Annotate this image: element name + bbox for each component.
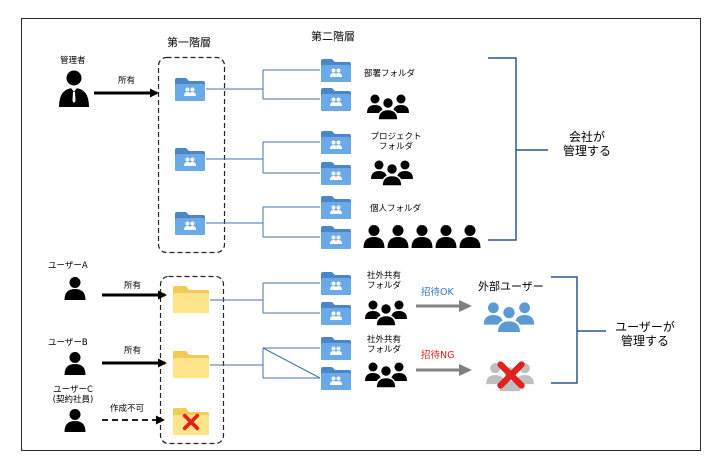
shared-folder-label-2-line1: 社外共有 [366,335,401,345]
department-folder-label: 部署フォルダ [364,69,416,79]
user-a-folder-icon [173,286,209,313]
user-bracket [551,276,578,384]
tier1-header: 第一階層 [167,36,211,49]
tier2-folder-icon [321,88,351,111]
tier2-folder-icon [321,226,351,249]
personal-member-icon [411,225,433,248]
invite-ng-arrowhead [459,364,472,376]
tier1-folder-icon [175,78,205,101]
tier2-folder-icon [321,131,351,154]
tier1-company-box [157,56,226,254]
invite-ng-label: 招待NG [421,350,455,361]
shared-folder-label-line2: フォルダ [366,280,401,291]
company-label-line2: 管理する [562,143,611,158]
user-c-label-line2: (契約社員) [52,394,94,405]
user-b-owns-label: 所有 [124,346,142,356]
shared-members-icon [364,361,408,388]
invite-ok-label: 招待OK [421,287,454,298]
shared-folder-label-line1: 社外共有 [366,271,401,281]
tier2-folder-icon [321,337,351,360]
user-b-icon [64,352,86,375]
user-c-icon [64,409,86,432]
outer-frame [21,18,701,451]
tier2-folder-icon [321,302,351,325]
user-b-label: ユーザーB [48,338,88,348]
personal-folder-label: 個人フォルダ [370,204,422,214]
personal-member-icon [387,225,409,248]
shared-folder-label-2: 社外共有 フォルダ [358,335,410,356]
user-c-label-line1: ユーザーC [53,385,93,395]
tier2-header: 第二階層 [311,30,355,43]
tier2-folder-icon [321,196,351,219]
company-bracket [488,57,517,241]
admin-ownership-label: 所有 [118,76,136,86]
personal-member-icon [363,225,385,248]
user-c-label: ユーザーC (契約社員) [42,385,104,406]
external-user-label: 外部ユーザー [478,280,544,293]
user-a-label: ユーザーA [48,261,88,271]
user-a-icon [64,277,86,300]
personal-member-icon [459,225,481,248]
user-manages-label: ユーザーが 管理する [604,320,686,349]
project-folder-label-line2: フォルダ [378,141,413,152]
personal-member-icon [435,225,457,248]
user-a-owns-label: 所有 [124,281,142,291]
tree-connectors [206,69,321,379]
tier2-folder-icon [321,272,351,295]
company-label-line1: 会社が [568,130,605,144]
shared-folder-label-2-line2: フォルダ [366,344,401,355]
admin-label: 管理者 [60,56,86,66]
tier1-folder-icon [175,212,205,235]
shared-folder-label: 社外共有 フォルダ [358,271,410,292]
external-users-icon [482,301,536,333]
tier1-folder-icon [175,148,205,171]
cannot-create-label: 作成不可 [110,404,145,414]
user-label-line1: ユーザーが [615,320,675,334]
tier2-folder-icon [321,59,351,82]
user-b-folder-icon [173,351,209,378]
user-label-line2: 管理する [620,333,669,348]
project-members-icon [370,159,414,186]
admin-person-icon [59,70,89,107]
project-folder-label: プロジェクト フォルダ [366,132,426,153]
company-manages-label: 会社が 管理する [549,130,625,159]
shared-members-icon [364,299,408,326]
department-members-icon [366,93,410,120]
project-folder-label-line1: プロジェクト [370,132,422,142]
tier2-folder-icon [321,367,351,390]
invite-ok-arrowhead [459,300,472,312]
tier2-folder-icon [321,162,351,185]
